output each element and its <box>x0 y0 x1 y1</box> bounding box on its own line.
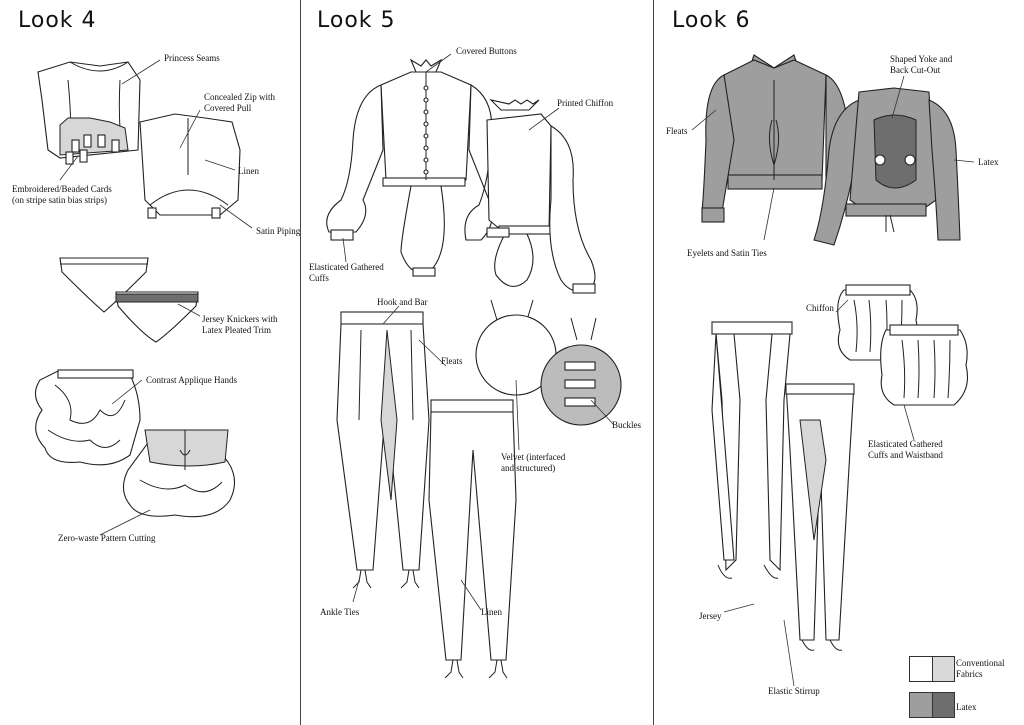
look-4-knickers <box>59 257 199 343</box>
look-6-chiffon-shorts <box>837 284 969 406</box>
look-5-blouse-back <box>486 99 596 294</box>
label-contrast-applique: Contrast Applique Hands <box>146 375 237 385</box>
look-5-illustration <box>326 53 622 679</box>
look-4-panel: Look 4 <box>0 0 300 725</box>
look-4-leaders <box>59 59 253 536</box>
look-5-velvet-bib <box>475 299 622 426</box>
panel-divider-right <box>653 0 654 725</box>
label-princess-seams: Princess Seams <box>164 53 220 63</box>
look-5-blouse-front <box>326 58 493 277</box>
look-5-title: Look 5 <box>317 8 396 33</box>
look-5-panel: Look 5 <box>301 0 653 725</box>
look-6-jersey-leggings <box>711 321 855 651</box>
legend-swatch-conventional <box>909 656 955 682</box>
label-latex: Latex <box>978 157 999 167</box>
label-buckles: Buckles <box>612 420 641 430</box>
label-satin-piping: Satin Piping <box>256 226 301 236</box>
look-6-title: Look 6 <box>672 8 751 33</box>
look-6-leaders <box>691 75 975 687</box>
covered-buttons <box>423 85 429 175</box>
legend-swatch-latex-a <box>910 693 932 717</box>
panel-divider-left <box>300 0 301 725</box>
look-5-trousers-back <box>428 399 517 679</box>
label-zero-waste: Zero-waste Pattern Cutting <box>58 533 156 543</box>
label-elasticated-cuffs: Elasticated Gathered Cuffs <box>309 262 384 283</box>
label-jersey-knickers: Jersey Knickers with Latex Pleated Trim <box>202 314 278 335</box>
label-linen: Linen <box>238 166 259 176</box>
label-linen-5: Linen <box>481 607 502 617</box>
look-4-illustration <box>34 59 253 536</box>
label-elastic-stirrup: Elastic Stirrup <box>768 686 820 696</box>
legend-label-conventional: Conventional Fabrics <box>956 658 1005 679</box>
label-covered-buttons: Covered Buttons <box>456 46 517 56</box>
legend-swatch-conventional-a <box>910 657 932 681</box>
legend-label-latex: Latex <box>956 702 977 712</box>
look-6-panel: Look 6 <box>654 0 1024 725</box>
label-eyelets: Eyelets and Satin Ties <box>687 248 767 258</box>
label-elasticated-cuffs-waistband: Elasticated Gathered Cuffs and Waistband <box>868 439 943 460</box>
legend-swatch-latex-b <box>931 693 954 717</box>
label-shaped-yoke: Shaped Yoke and Back Cut-Out <box>890 54 953 75</box>
look-6-blouse-back <box>813 87 961 246</box>
label-jersey: Jersey <box>699 611 722 621</box>
look-4-top-front <box>37 61 141 165</box>
legend-swatch-conventional-b <box>931 657 954 681</box>
label-fleats-6: Fleats <box>666 126 688 136</box>
look-5-leaders <box>342 53 615 611</box>
label-fleats: Fleats <box>441 356 463 366</box>
label-ankle-ties: Ankle Ties <box>320 607 360 617</box>
look-6-illustration <box>691 54 975 687</box>
label-printed-chiffon: Printed Chiffon <box>557 98 614 108</box>
look-4-title: Look 4 <box>18 8 97 33</box>
label-hook-and-bar: Hook and Bar <box>377 297 428 307</box>
label-concealed-zip: Concealed Zip with Covered Pull <box>204 92 275 113</box>
label-chiffon: Chiffon <box>806 303 834 313</box>
label-velvet: Velvet (interfaced and structured) <box>501 452 566 473</box>
legend-swatch-latex <box>909 692 955 718</box>
look-4-applique-shorts <box>34 369 236 518</box>
look-5-trousers-front <box>336 311 430 589</box>
look-4-top-back <box>139 113 241 219</box>
label-embroidered-cards: Embroidered/Beaded Cards (on stripe sati… <box>12 184 112 205</box>
